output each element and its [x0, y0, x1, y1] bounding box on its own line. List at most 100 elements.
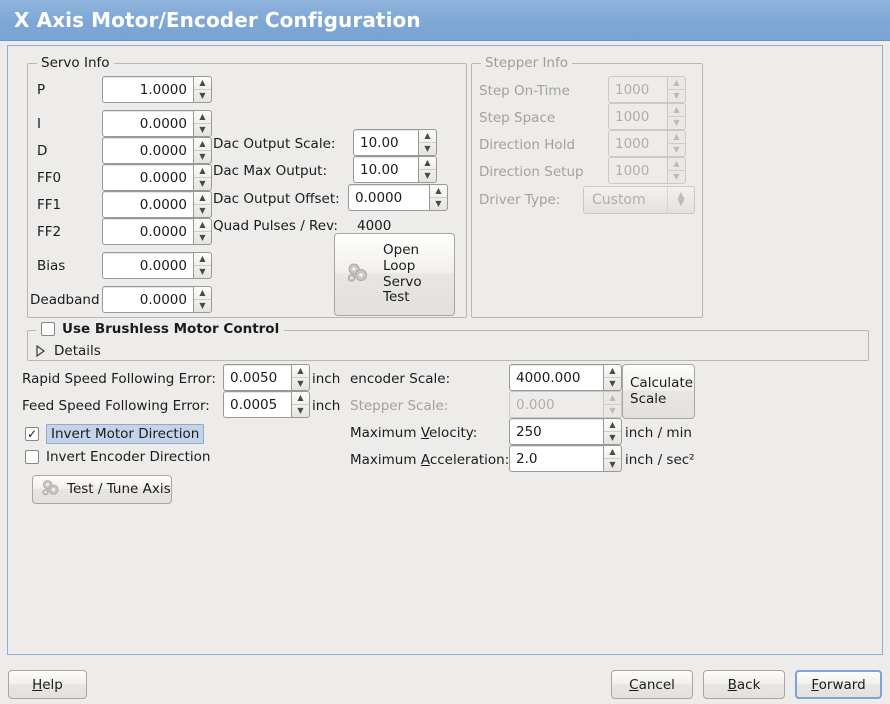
step-on-time-spin[interactable]: 1000 ▲▼ — [608, 76, 686, 103]
spin-down-icon[interactable]: ▼ — [194, 231, 211, 244]
chevron-updown-icon[interactable]: ▲▼ — [667, 187, 694, 213]
step-space-value[interactable]: 1000 — [608, 103, 667, 130]
spin-up-icon[interactable]: ▲ — [297, 393, 304, 402]
invert-motor-direction-checkbox[interactable]: ✓ Invert Motor Direction — [25, 424, 205, 444]
feed-speed-following-error-spin[interactable]: 0.0005 ▲▼ — [223, 391, 310, 418]
servo-spin-ff2-stepper[interactable]: ▲▼ — [193, 218, 212, 245]
rapid-spin-stepper[interactable]: ▲▼ — [291, 364, 310, 391]
spin-up-icon[interactable]: ▲ — [673, 105, 680, 114]
servo-spin-p-value[interactable]: 1.0000 — [102, 76, 193, 103]
rapid-speed-following-error-value[interactable]: 0.0050 — [223, 364, 291, 391]
dac-max-output-spin[interactable]: 10.00 ▲▼ — [353, 156, 437, 183]
spin-down-icon[interactable]: ▼ — [292, 377, 309, 390]
spin-down-icon[interactable]: ▼ — [292, 404, 309, 417]
spin-up-icon[interactable]: ▲ — [609, 393, 616, 402]
servo-spin-deadband-stepper[interactable]: ▲▼ — [193, 286, 212, 313]
direction-setup-spin[interactable]: 1000 ▲▼ — [608, 157, 686, 184]
dac-output-offset-stepper[interactable]: ▲▼ — [429, 184, 448, 211]
spin-up-icon[interactable]: ▲ — [199, 112, 206, 121]
servo-spin-i[interactable]: 0.0000 ▲▼ — [102, 110, 212, 137]
spin-up-icon[interactable]: ▲ — [424, 131, 431, 140]
step-on-time-value[interactable]: 1000 — [608, 76, 667, 103]
maximum-acceleration-stepper[interactable]: ▲▼ — [603, 445, 622, 472]
maximum-acceleration-spin[interactable]: 2.0 ▲▼ — [509, 445, 622, 472]
driver-type-select[interactable]: Custom ▲▼ — [583, 186, 695, 214]
servo-spin-bias-stepper[interactable]: ▲▼ — [193, 252, 212, 279]
spin-down-icon[interactable]: ▼ — [668, 143, 685, 156]
spin-down-icon[interactable]: ▼ — [419, 169, 436, 182]
maximum-velocity-stepper[interactable]: ▲▼ — [603, 418, 622, 445]
servo-spin-bias-value[interactable]: 0.0000 — [102, 252, 193, 279]
invert-motor-checkbox-box[interactable]: ✓ — [25, 427, 39, 441]
spin-up-icon[interactable]: ▲ — [609, 366, 616, 375]
feed-speed-following-error-value[interactable]: 0.0005 — [223, 391, 291, 418]
servo-spin-ff1[interactable]: 0.0000 ▲▼ — [102, 191, 212, 218]
encoder-scale-value[interactable]: 4000.000 — [509, 364, 603, 391]
direction-setup-stepper[interactable]: ▲▼ — [667, 157, 686, 184]
spin-down-icon[interactable]: ▼ — [419, 142, 436, 155]
servo-spin-ff2[interactable]: 0.0000 ▲▼ — [102, 218, 212, 245]
servo-spin-deadband[interactable]: 0.0000 ▲▼ — [102, 286, 212, 313]
spin-down-icon[interactable]: ▼ — [604, 458, 621, 471]
spin-down-icon[interactable]: ▼ — [194, 123, 211, 136]
expander-triangle-icon[interactable] — [35, 345, 46, 357]
spin-down-icon[interactable]: ▼ — [430, 197, 447, 210]
spin-up-icon[interactable]: ▲ — [199, 220, 206, 229]
open-loop-servo-test-button[interactable]: Open Loop Servo Test — [334, 233, 455, 316]
spin-up-icon[interactable]: ▲ — [673, 132, 680, 141]
back-button[interactable]: Back — [703, 670, 785, 699]
spin-down-icon[interactable]: ▼ — [604, 431, 621, 444]
servo-spin-d-value[interactable]: 0.0000 — [102, 137, 193, 164]
maximum-velocity-value[interactable]: 250 — [509, 418, 603, 445]
spin-down-icon[interactable]: ▼ — [668, 89, 685, 102]
step-space-stepper[interactable]: ▲▼ — [667, 103, 686, 130]
spin-down-icon[interactable]: ▼ — [194, 177, 211, 190]
direction-hold-value[interactable]: 1000 — [608, 130, 667, 157]
spin-up-icon[interactable]: ▲ — [199, 288, 206, 297]
details-expander[interactable]: Details — [35, 343, 101, 359]
step-space-spin[interactable]: 1000 ▲▼ — [608, 103, 686, 130]
servo-spin-deadband-value[interactable]: 0.0000 — [102, 286, 193, 313]
maximum-acceleration-value[interactable]: 2.0 — [509, 445, 603, 472]
stepper-scale-spin[interactable]: 0.000 ▲▼ — [509, 391, 622, 418]
dac-output-offset-spin[interactable]: 0.0000 ▲▼ — [348, 184, 448, 211]
servo-spin-p[interactable]: 1.0000 ▲▼ — [102, 76, 212, 103]
brushless-checkbox-box[interactable] — [41, 322, 55, 336]
servo-spin-ff1-stepper[interactable]: ▲▼ — [193, 191, 212, 218]
spin-down-icon[interactable]: ▼ — [194, 265, 211, 278]
use-brushless-motor-control-checkbox[interactable]: Use Brushless Motor Control — [36, 321, 285, 337]
spin-down-icon[interactable]: ▼ — [194, 89, 211, 102]
servo-spin-i-value[interactable]: 0.0000 — [102, 110, 193, 137]
spin-up-icon[interactable]: ▲ — [673, 78, 680, 87]
dac-output-scale-spin[interactable]: 10.00 ▲ ▼ — [353, 129, 437, 156]
forward-button[interactable]: Forward — [795, 670, 882, 699]
feed-spin-stepper[interactable]: ▲▼ — [291, 391, 310, 418]
servo-spin-ff0[interactable]: 0.0000 ▲▼ — [102, 164, 212, 191]
cancel-button[interactable]: Cancel — [611, 670, 693, 699]
help-button[interactable]: Help — [8, 670, 87, 699]
dac-output-scale-value[interactable]: 10.00 — [353, 129, 418, 156]
spin-down-icon[interactable]: ▼ — [194, 150, 211, 163]
servo-spin-ff2-value[interactable]: 0.0000 — [102, 218, 193, 245]
spin-down-icon[interactable]: ▼ — [194, 299, 211, 312]
direction-setup-value[interactable]: 1000 — [608, 157, 667, 184]
stepper-scale-value[interactable]: 0.000 — [509, 391, 603, 418]
dac-output-offset-value[interactable]: 0.0000 — [348, 184, 429, 211]
spin-up-icon[interactable]: ▲ — [609, 447, 616, 456]
servo-spin-i-stepper[interactable]: ▲▼ — [193, 110, 212, 137]
encoder-scale-spin[interactable]: 4000.000 ▲ ▼ — [509, 364, 622, 391]
invert-encoder-direction-checkbox[interactable]: Invert Encoder Direction — [25, 449, 210, 465]
direction-hold-spin[interactable]: 1000 ▲ ▼ — [608, 130, 686, 157]
stepper-scale-stepper[interactable]: ▲▼ — [603, 391, 622, 418]
servo-spin-ff1-value[interactable]: 0.0000 — [102, 191, 193, 218]
spin-up-icon[interactable]: ▲ — [424, 158, 431, 167]
spin-down-icon[interactable]: ▼ — [668, 116, 685, 129]
step-on-time-stepper[interactable]: ▲▼ — [667, 76, 686, 103]
test-tune-axis-button[interactable]: Test / Tune Axis — [32, 475, 172, 504]
servo-spin-bias[interactable]: 0.0000 ▲▼ — [102, 252, 212, 279]
dac-max-output-stepper[interactable]: ▲▼ — [418, 156, 437, 183]
spin-down-icon[interactable]: ▼ — [604, 377, 621, 390]
servo-spin-p-stepper[interactable]: ▲▼ — [193, 76, 212, 103]
spin-up-icon[interactable]: ▲ — [673, 159, 680, 168]
spin-up-icon[interactable]: ▲ — [199, 166, 206, 175]
